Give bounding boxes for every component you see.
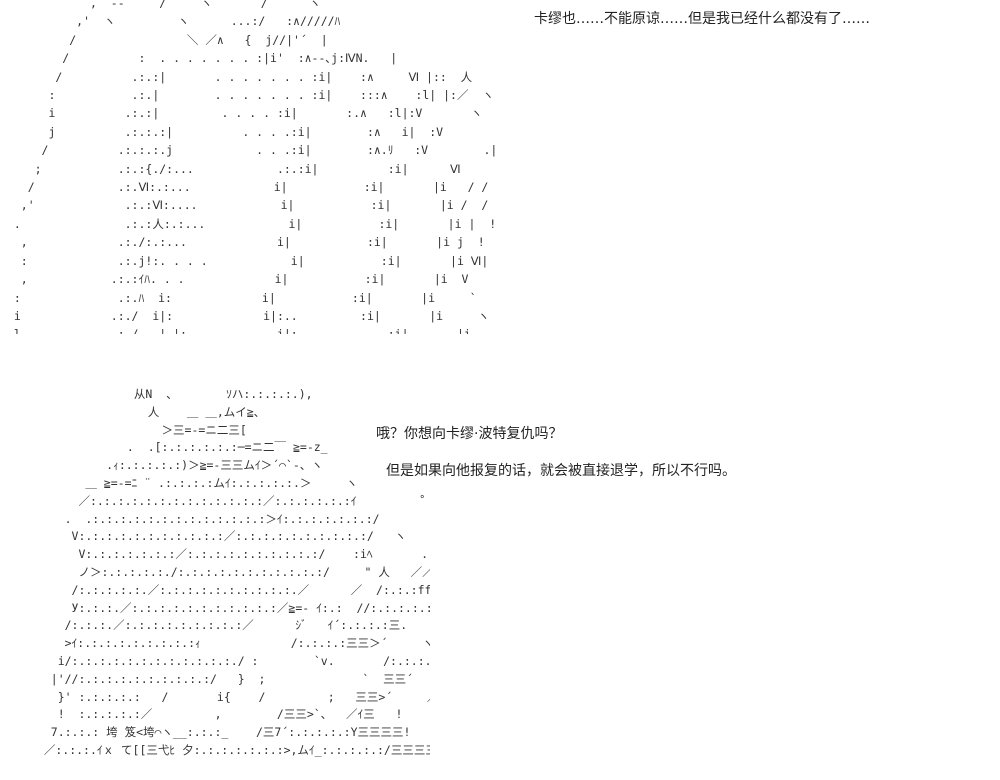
dialogue-line-3: 但是如果向他报复的话，就会被直接退学，所以不行吗。 (386, 463, 736, 479)
ascii-art-figures-top: , ‐‐ / ヽ / ヽ ,' ヽ ヽ ...:/ :∧/////ﾊ / ＼ ／… (13, 0, 498, 334)
dialogue-line-1: 卡缪也……不能原谅……但是我已经什么都没有了…… (534, 11, 870, 27)
dialogue-line-2: 哦？你想向卡缪·波特复仇吗？ (376, 426, 563, 442)
ascii-art-figures-bottom: 从N 、 ｿハ:.:.:.:.), 人 ＿ ＿,ムイ≧、 ＞三=‐=ニ二三[ .… (43, 387, 430, 757)
